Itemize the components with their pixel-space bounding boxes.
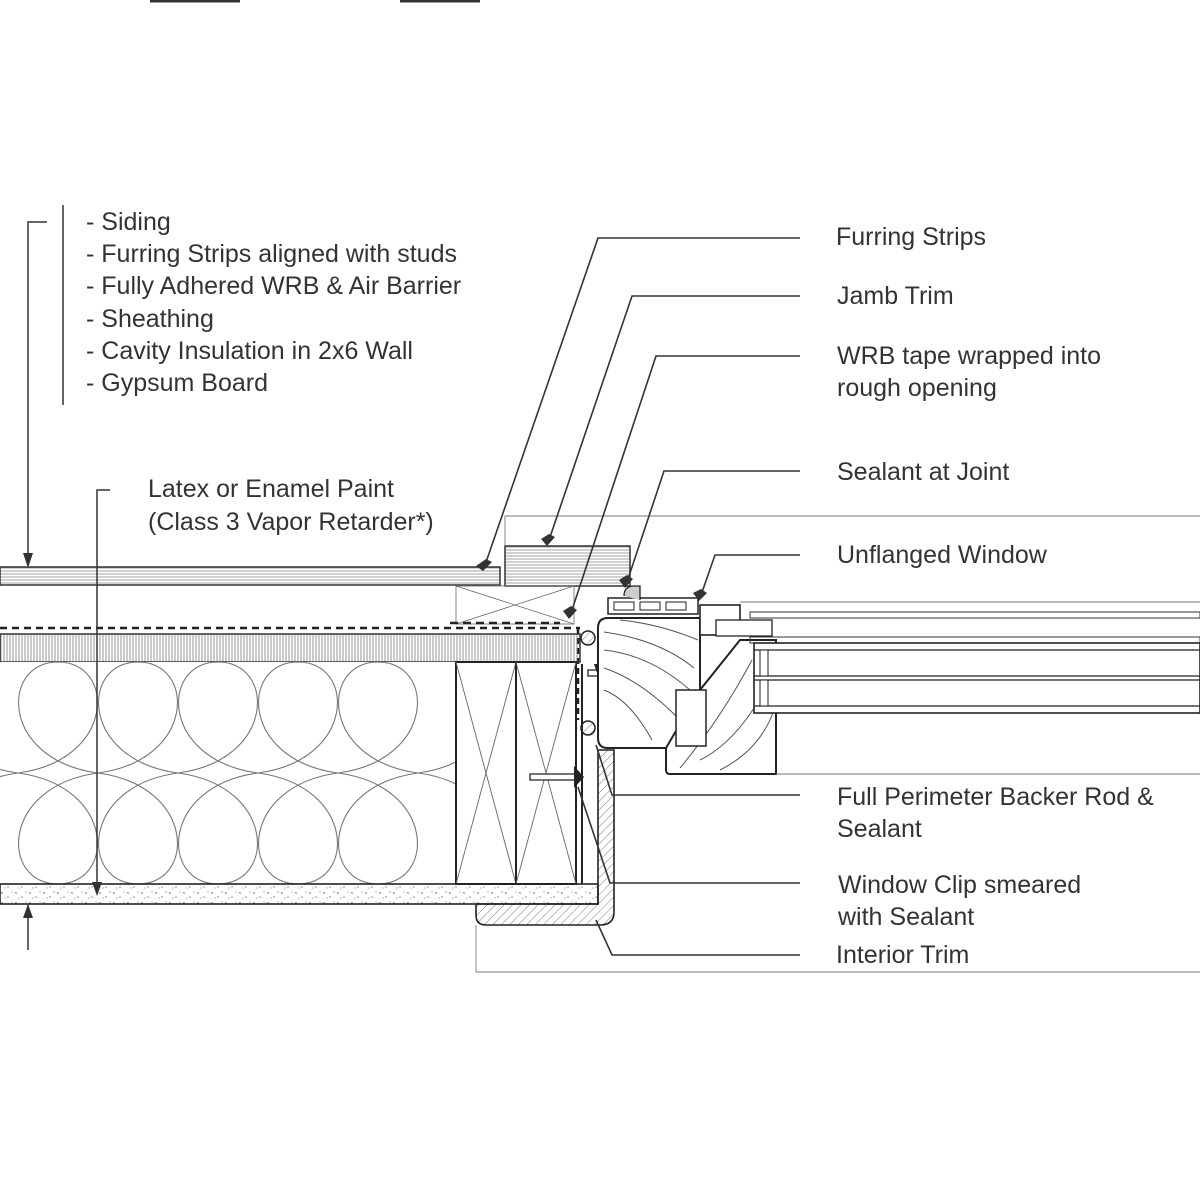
wall-assembly-item: - Furring Strips aligned with studs bbox=[86, 240, 457, 268]
label-wrb-tape: rough opening bbox=[837, 374, 997, 402]
leader-furring-strips bbox=[483, 237, 800, 569]
paint-note: Latex or Enamel Paint (Class 3 Vapor Ret… bbox=[148, 475, 434, 536]
glazing-unit bbox=[749, 611, 1200, 714]
paint-leader bbox=[92, 489, 110, 896]
wall-studs bbox=[455, 661, 577, 885]
wall-assembly-item: - Sheathing bbox=[86, 305, 214, 333]
extent-lines bbox=[475, 515, 1200, 973]
wall-assembly-item: - Gypsum Board bbox=[86, 369, 268, 397]
leader-sealant-joint bbox=[625, 470, 800, 586]
siding-board bbox=[0, 566, 501, 586]
gypsum-board bbox=[0, 883, 599, 905]
backer-rod bbox=[580, 630, 596, 736]
wall-assembly-item: - Siding bbox=[86, 208, 171, 236]
label-backer-rod: Full Perimeter Backer Rod & bbox=[837, 783, 1154, 811]
leader-wrb-tape bbox=[569, 355, 800, 617]
furring-gap bbox=[455, 585, 575, 625]
wall-assembly-item: - Cavity Insulation in 2x6 Wall bbox=[86, 337, 413, 365]
leader-unflanged-window bbox=[699, 554, 800, 599]
callout-labels: Furring Strips Jamb Trim WRB tape wrappe… bbox=[836, 223, 1154, 969]
interior-trim bbox=[475, 749, 615, 926]
label-unflanged-window: Unflanged Window bbox=[837, 541, 1048, 569]
wall-assembly-list: - Siding - Furring Strips aligned with s… bbox=[86, 208, 461, 397]
paint-note-line: Latex or Enamel Paint bbox=[148, 475, 394, 503]
callout-leaders bbox=[483, 237, 800, 956]
label-wrb-tape: WRB tape wrapped into bbox=[837, 342, 1101, 370]
label-furring-strips: Furring Strips bbox=[836, 223, 986, 251]
label-window-clip: Window Clip smeared bbox=[838, 871, 1081, 899]
label-jamb-trim: Jamb Trim bbox=[837, 282, 954, 310]
leader-backer-rod bbox=[595, 744, 800, 796]
callout-arrowheads bbox=[476, 534, 707, 619]
label-sealant-joint: Sealant at Joint bbox=[837, 458, 1009, 486]
leader-interior-trim bbox=[595, 919, 800, 956]
cavity-insulation bbox=[0, 662, 456, 884]
wall-assembly-item: - Fully Adhered WRB & Air Barrier bbox=[86, 272, 461, 300]
label-interior-trim: Interior Trim bbox=[836, 941, 969, 969]
leader-window-clip bbox=[577, 786, 800, 884]
jamb-trim-board bbox=[504, 545, 631, 587]
wall-assembly-bracket bbox=[23, 205, 64, 950]
leader-jamb-trim bbox=[547, 295, 800, 544]
label-backer-rod: Sealant bbox=[837, 815, 922, 843]
paint-note-line: (Class 3 Vapor Retarder*) bbox=[148, 508, 434, 536]
window-frame bbox=[597, 585, 777, 775]
sheathing bbox=[0, 633, 581, 663]
label-window-clip: with Sealant bbox=[837, 903, 974, 931]
